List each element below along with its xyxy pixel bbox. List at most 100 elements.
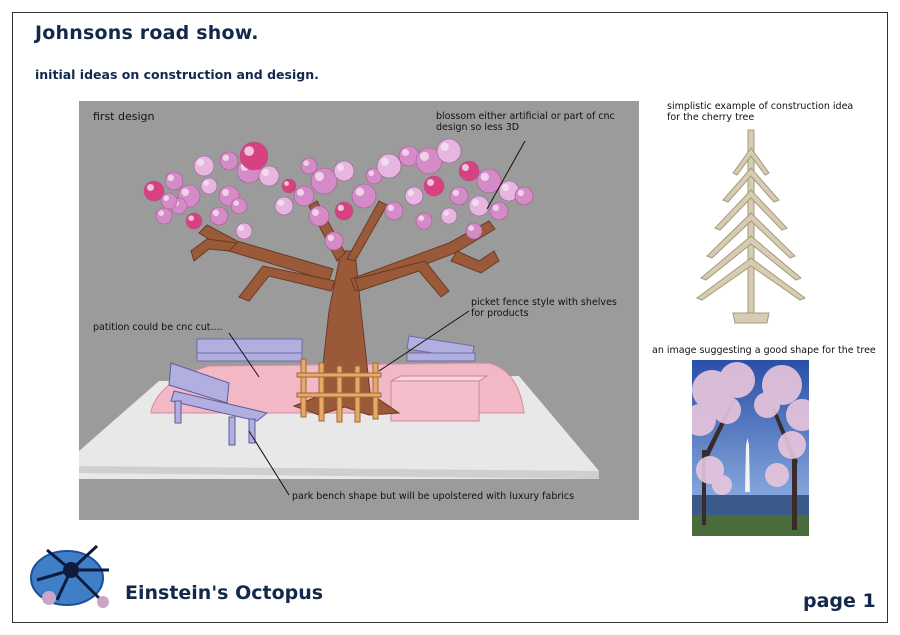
blossom-ball: [239, 141, 269, 171]
blossom-highlight: [517, 189, 524, 196]
blossom-ball: [258, 165, 280, 187]
blossom-note: blossom either artificial or part of cnc…: [436, 111, 615, 133]
blossom-highlight: [427, 179, 434, 186]
photo-caption: an image suggesting a good shape for the…: [652, 345, 876, 356]
blossom-ball: [160, 192, 178, 210]
blossom-ball: [324, 231, 344, 251]
blossom-highlight: [188, 215, 194, 221]
blossom-highlight: [418, 215, 425, 221]
blossom-ball: [193, 155, 215, 177]
blossom-note-line-2: design so less 3D: [436, 122, 520, 133]
back-bench-left: [196, 338, 303, 362]
blossom-highlight: [222, 154, 230, 161]
blossom-highlight: [368, 170, 375, 176]
blossom-highlight: [480, 172, 489, 181]
wooden-tree-caption: simplistic example of construction idea …: [667, 101, 853, 123]
blossom-ball: [334, 201, 354, 221]
blossom-highlight: [355, 187, 364, 196]
blossom-highlight: [167, 174, 174, 181]
bench-note: park bench shape but will be upolstered …: [292, 491, 575, 502]
blossom-highlight: [468, 225, 475, 231]
octopus-logo-icon: [30, 544, 109, 608]
blossom-ball: [200, 177, 218, 195]
blossom-highlight: [203, 180, 209, 186]
blossom-highlight: [407, 189, 414, 196]
cherry-blossom-photo: [692, 360, 809, 536]
blossom-highlight: [462, 164, 469, 171]
blossom-cluster: [143, 138, 534, 251]
blossom-ball: [219, 151, 239, 171]
blossom-ball: [465, 222, 483, 240]
blossom-highlight: [402, 149, 409, 156]
blossom-ball: [384, 201, 404, 221]
blossom-ball: [300, 157, 318, 175]
blossom-highlight: [163, 195, 169, 201]
blossom-ball: [235, 222, 253, 240]
blossom-highlight: [262, 169, 269, 176]
blossom-ball: [436, 138, 462, 164]
wooden-tree-image: [695, 129, 807, 324]
page-subtitle: initial ideas on construction and design…: [35, 67, 319, 82]
blossom-highlight: [222, 189, 229, 196]
blossom-highlight: [303, 160, 309, 166]
back-bench-right: [406, 335, 476, 362]
blossom-highlight: [244, 146, 255, 156]
cherry-blossom-photo-art: [692, 360, 809, 536]
blossom-note-line-1: blossom either artificial or part of cnc: [436, 111, 615, 122]
blossom-highlight: [181, 188, 189, 196]
blossom-ball: [310, 167, 338, 195]
blossom-highlight: [472, 199, 479, 206]
blossom-highlight: [277, 199, 284, 206]
blossom-highlight: [440, 142, 449, 151]
brand-name: Einstein's Octopus: [125, 582, 324, 604]
blossom-highlight: [212, 209, 220, 216]
blossom-highlight: [380, 157, 389, 166]
blossom-highlight: [312, 209, 319, 216]
design-illustration: [79, 138, 599, 496]
blossom-ball: [514, 186, 534, 206]
blossom-highlight: [452, 189, 459, 196]
blossom-highlight: [443, 210, 450, 216]
blossom-highlight: [158, 210, 164, 216]
blossom-highlight: [147, 184, 154, 191]
page-frame: [12, 12, 888, 623]
blossom-highlight: [233, 200, 239, 206]
fence-note: picket fence style with shelves for prod…: [471, 297, 617, 319]
blossom-ball: [468, 195, 490, 217]
blossom-highlight: [297, 189, 304, 196]
blossom-ball: [440, 207, 458, 225]
blossom-ball: [143, 180, 165, 202]
blossom-ball: [351, 183, 377, 209]
blossom-ball: [155, 207, 173, 225]
front-bench: [168, 362, 269, 446]
blossom-ball: [333, 160, 355, 182]
blossom-ball: [404, 186, 424, 206]
blossom-highlight: [314, 171, 324, 181]
first-design-heading: first design: [93, 110, 155, 123]
blossom-highlight: [502, 184, 509, 191]
wooden-tree-caption-line-2: for the cherry tree: [667, 112, 755, 123]
pink-box: [390, 375, 489, 422]
first-design-panel: first design blossom either artificial o…: [79, 101, 639, 520]
annotation-leaders: [228, 140, 526, 496]
tree-trunk: [190, 200, 500, 416]
blossom-highlight: [337, 164, 344, 171]
blossom-ball: [415, 212, 433, 230]
blossom-highlight: [238, 225, 244, 231]
blossom-ball: [164, 171, 184, 191]
blossom-ball: [489, 201, 509, 221]
picket-fence: [296, 358, 382, 423]
fence-note-line-2: for products: [471, 308, 529, 319]
blossom-ball: [230, 197, 248, 215]
blossom-highlight: [419, 151, 430, 161]
blossom-highlight: [337, 204, 344, 211]
blossom-highlight: [492, 204, 499, 211]
blossom-ball: [293, 185, 315, 207]
blossom-ball: [449, 186, 469, 206]
blossom-highlight: [387, 204, 394, 211]
blossom-ball: [458, 160, 480, 182]
page-number: page 1: [803, 590, 876, 612]
blossom-ball: [281, 178, 297, 194]
wooden-tree-caption-line-1: simplistic example of construction idea: [667, 101, 854, 112]
blossom-ball: [308, 205, 330, 227]
